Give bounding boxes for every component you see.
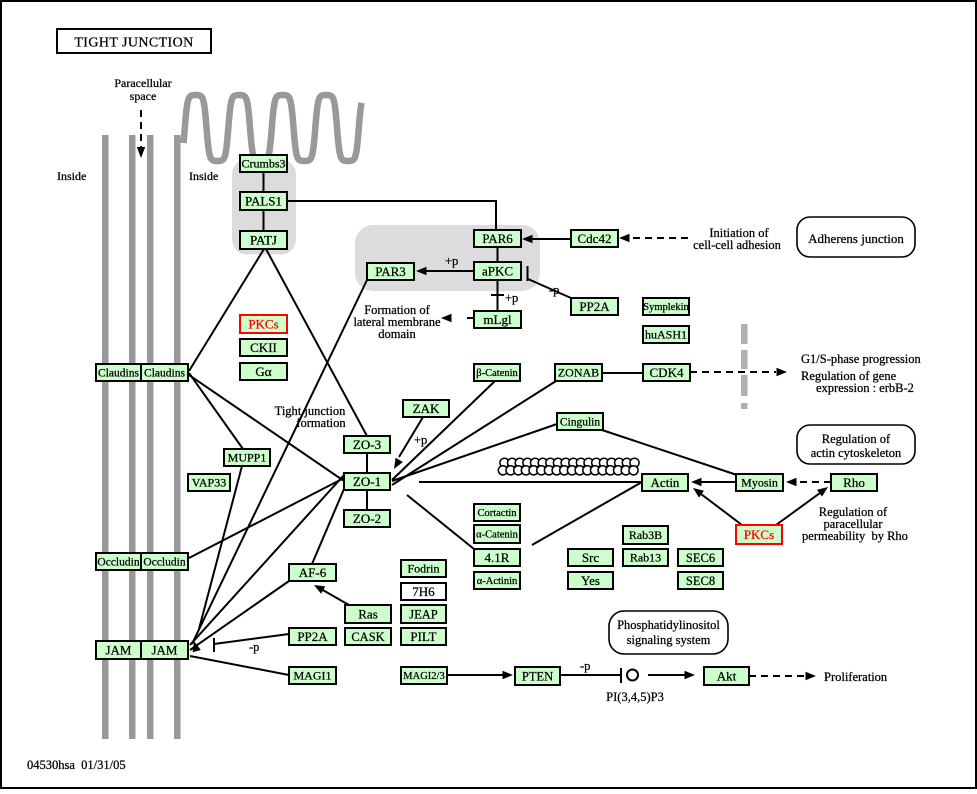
svg-text:Cdc42: Cdc42	[578, 231, 612, 246]
svg-text:space: space	[130, 89, 157, 103]
svg-text:ZAK: ZAK	[413, 401, 440, 416]
svg-text:Rho: Rho	[843, 475, 865, 490]
svg-text:domain: domain	[378, 327, 416, 341]
svg-text:PTEN: PTEN	[522, 669, 553, 683]
svg-text:CASK: CASK	[351, 630, 384, 644]
svg-text:Proliferation: Proliferation	[824, 670, 888, 684]
svg-text:JAM: JAM	[151, 642, 177, 657]
svg-text:PP2A: PP2A	[297, 629, 328, 644]
svg-text:permeability by Rho: permeability by Rho	[802, 529, 908, 543]
svg-text:TIGHT JUNCTION: TIGHT JUNCTION	[74, 36, 193, 51]
svg-text:Claudins: Claudins	[144, 367, 185, 379]
svg-text:CKII: CKII	[250, 340, 277, 355]
svg-text:actin cytoskeleton: actin cytoskeleton	[811, 446, 902, 460]
svg-text:Inside: Inside	[57, 169, 86, 183]
svg-text:Tight junction: Tight junction	[275, 404, 346, 418]
svg-text:Inside: Inside	[189, 169, 218, 183]
svg-text:04530hsa 01/31/05: 04530hsa 01/31/05	[27, 758, 126, 772]
svg-text:Cortactin: Cortactin	[477, 508, 517, 519]
svg-text:+p: +p	[445, 254, 458, 268]
svg-text:Adherens junction: Adherens junction	[808, 231, 904, 246]
svg-text:G1/S-phase progression: G1/S-phase progression	[801, 352, 922, 366]
svg-text:PAR3: PAR3	[375, 264, 406, 279]
svg-text:Rab3B: Rab3B	[629, 528, 662, 542]
svg-text:Phosphatidylinositol: Phosphatidylinositol	[617, 618, 720, 632]
svg-text:Regulation of gene: Regulation of gene	[801, 369, 897, 383]
svg-text:Symplekin: Symplekin	[643, 302, 689, 313]
svg-text:-p: -p	[249, 640, 259, 654]
svg-text:7H6: 7H6	[412, 584, 435, 599]
svg-text:PI(3,4,5)P3: PI(3,4,5)P3	[606, 690, 664, 704]
svg-text:Actin: Actin	[651, 475, 680, 490]
svg-text:PATJ: PATJ	[250, 232, 277, 247]
svg-text:β-Catenin: β-Catenin	[476, 368, 518, 379]
svg-text:PKCs: PKCs	[744, 527, 774, 542]
svg-text:VAP33: VAP33	[192, 476, 226, 490]
svg-text:-p: -p	[580, 659, 590, 673]
svg-text:4.1R: 4.1R	[485, 550, 510, 565]
svg-text:ZO-1: ZO-1	[353, 474, 381, 489]
svg-text:MAGI1: MAGI1	[294, 669, 332, 683]
svg-text:Paracellular: Paracellular	[114, 76, 171, 90]
svg-text:Gα: Gα	[255, 364, 271, 379]
svg-text:Myosin: Myosin	[741, 476, 778, 490]
svg-text:PAR6: PAR6	[482, 231, 513, 246]
svg-text:PKCs: PKCs	[248, 316, 278, 331]
svg-text:α-Actinin: α-Actinin	[477, 576, 518, 587]
svg-text:MAGI2/3: MAGI2/3	[403, 671, 444, 682]
svg-text:CDK4: CDK4	[650, 365, 684, 380]
svg-text:JEAP: JEAP	[409, 607, 438, 621]
svg-text:Crumbs3: Crumbs3	[241, 157, 285, 171]
svg-text:Claudins: Claudins	[98, 367, 139, 379]
svg-text:aPKC: aPKC	[482, 263, 513, 278]
svg-text:PP2A: PP2A	[579, 299, 610, 314]
svg-text:Initiation of: Initiation of	[709, 226, 769, 240]
svg-text:paracellular: paracellular	[824, 517, 884, 531]
svg-text:Fodrin: Fodrin	[407, 562, 439, 576]
svg-text:JAM: JAM	[105, 642, 131, 657]
svg-text:Formation of: Formation of	[364, 303, 430, 317]
svg-text:Occludin: Occludin	[143, 556, 185, 568]
svg-text:mLgl: mLgl	[483, 312, 512, 327]
svg-text:Occludin: Occludin	[97, 556, 139, 568]
svg-text:+p: +p	[414, 433, 427, 447]
svg-text:Cingulin: Cingulin	[560, 416, 601, 428]
svg-text:ZONAB: ZONAB	[558, 366, 599, 380]
svg-text:Src: Src	[582, 550, 600, 565]
svg-text:PILT: PILT	[410, 629, 436, 644]
svg-text:cell-cell adhesion: cell-cell adhesion	[693, 238, 782, 252]
svg-text:PALS1: PALS1	[245, 193, 282, 208]
svg-text:Regulation of: Regulation of	[822, 432, 891, 446]
svg-text:Rab13: Rab13	[630, 551, 661, 565]
svg-text:MUPP1: MUPP1	[228, 451, 267, 465]
svg-text:ZO-3: ZO-3	[353, 437, 381, 452]
svg-text:AF-6: AF-6	[299, 565, 327, 580]
svg-text:SEC6: SEC6	[686, 551, 715, 565]
svg-text:huASH1: huASH1	[645, 328, 687, 342]
svg-text:signaling system: signaling system	[627, 633, 711, 647]
svg-text:-p: -p	[549, 283, 559, 297]
svg-text:formation: formation	[296, 416, 346, 430]
svg-text:Akt: Akt	[717, 668, 737, 683]
svg-text:α-Catenin: α-Catenin	[476, 530, 518, 541]
svg-text:Yes: Yes	[581, 573, 600, 588]
svg-text:+p: +p	[505, 291, 518, 305]
svg-text:expression : erbB-2: expression : erbB-2	[816, 381, 914, 395]
svg-text:Ras: Ras	[358, 606, 378, 621]
svg-text:ZO-2: ZO-2	[353, 511, 381, 526]
svg-text:lateral membrane: lateral membrane	[353, 315, 441, 329]
svg-text:SEC8: SEC8	[686, 574, 715, 588]
svg-text:Regulation of: Regulation of	[819, 505, 888, 519]
